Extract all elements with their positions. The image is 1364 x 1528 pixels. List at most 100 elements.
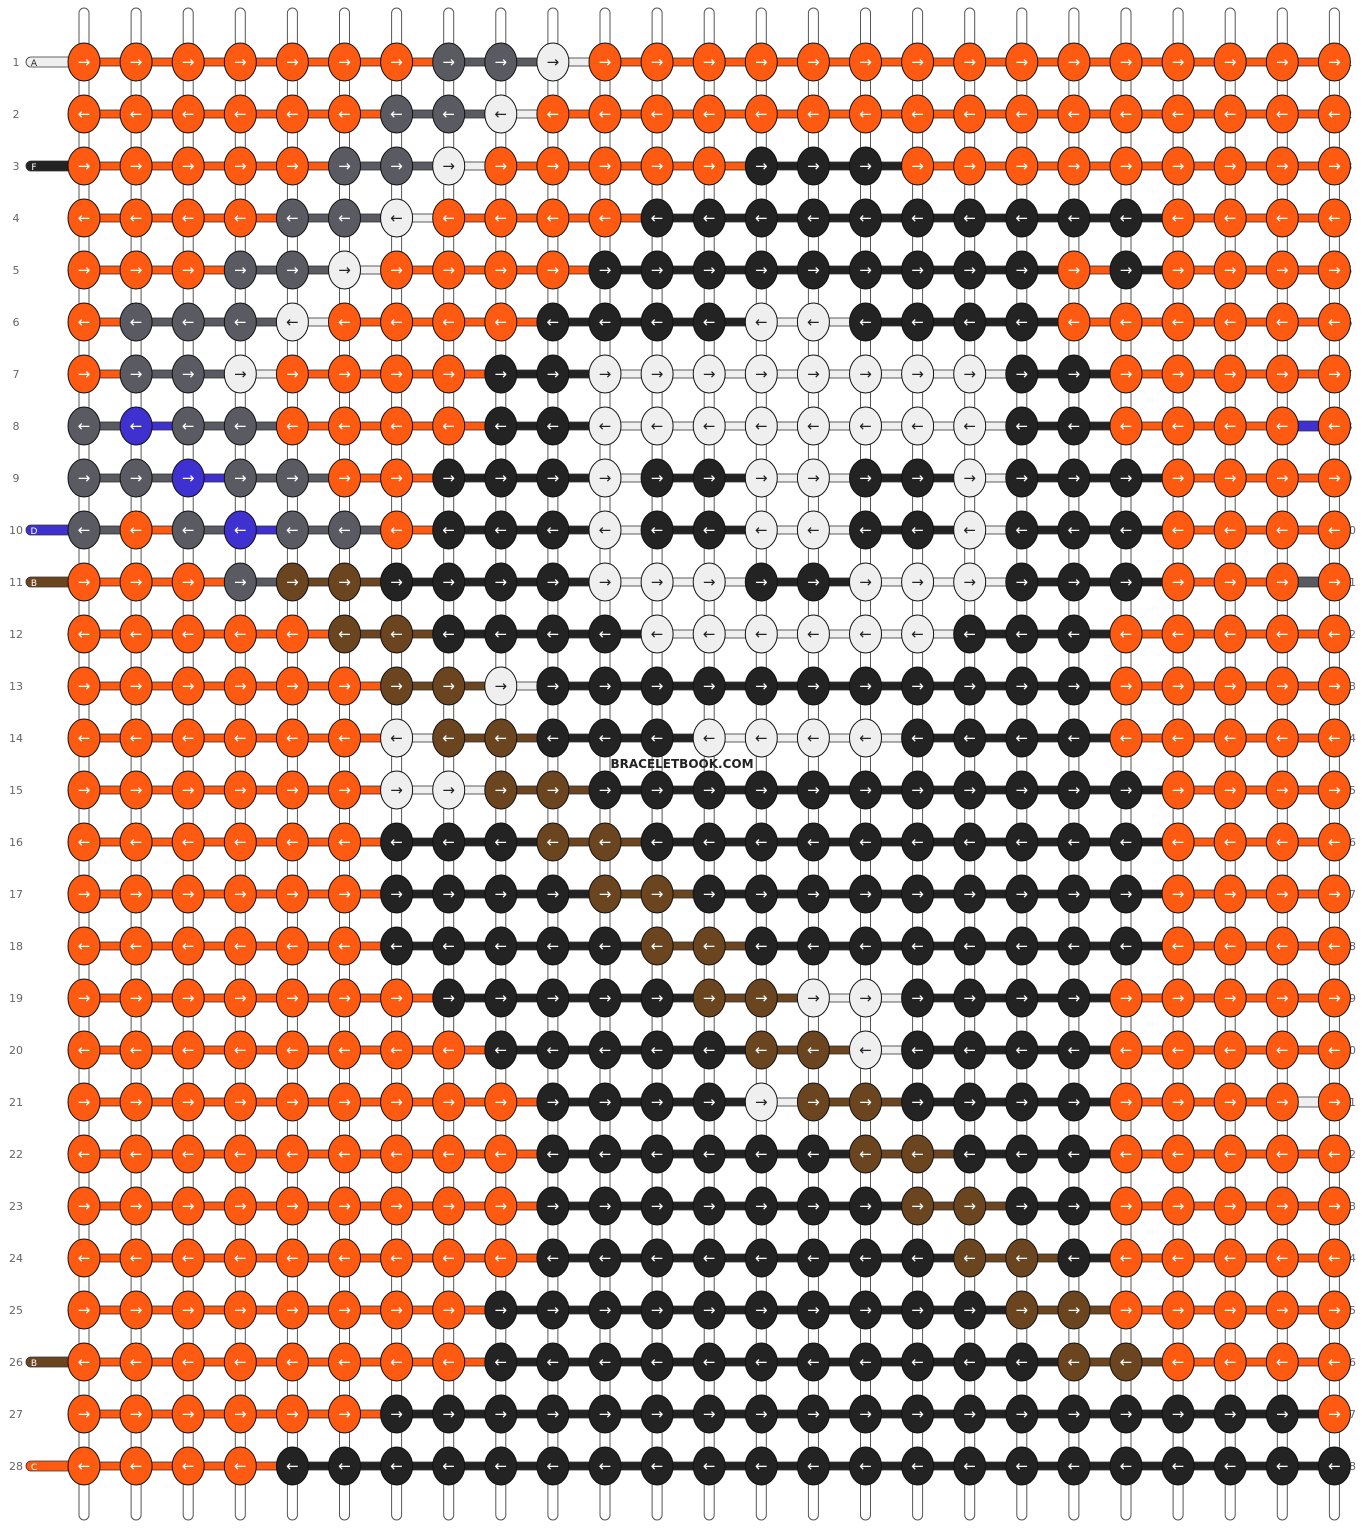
left-arrow-icon: ← <box>1172 209 1185 227</box>
left-arrow-icon: ← <box>547 417 560 435</box>
knot <box>1057 1342 1091 1382</box>
left-arrow-icon: ← <box>1068 1249 1081 1267</box>
right-arrow-icon: → <box>599 677 612 695</box>
left-arrow-icon: ← <box>1120 417 1133 435</box>
right-arrow-icon: → <box>1172 677 1185 695</box>
right-arrow-icon: → <box>390 157 403 175</box>
knot <box>1109 1238 1143 1278</box>
knot <box>380 42 414 82</box>
knot <box>953 562 987 602</box>
knot <box>223 874 257 914</box>
left-arrow-icon: ← <box>703 1145 716 1163</box>
knot <box>171 822 205 862</box>
left-arrow-icon: ← <box>78 833 91 851</box>
left-arrow-icon: ← <box>78 105 91 123</box>
right-arrow-icon: → <box>182 1301 195 1319</box>
right-arrow-icon: → <box>495 989 508 1007</box>
right-arrow-icon: → <box>911 885 924 903</box>
knot <box>1109 1446 1143 1486</box>
right-arrow-icon: → <box>1068 365 1081 383</box>
knot <box>901 1186 935 1226</box>
knot <box>484 1134 518 1174</box>
watermark: BRACELETBOOK.COM <box>610 757 753 771</box>
knot <box>588 718 622 758</box>
row-number: 9 <box>13 472 20 485</box>
left-arrow-icon: ← <box>1172 521 1185 539</box>
right-arrow-icon: → <box>1328 261 1341 279</box>
knot <box>223 458 257 498</box>
knot <box>953 718 987 758</box>
knot <box>1265 1134 1299 1174</box>
knot <box>119 614 153 654</box>
knot <box>484 1186 518 1226</box>
right-arrow-icon: → <box>755 469 768 487</box>
right-arrow-icon: → <box>651 885 664 903</box>
knot <box>67 510 101 550</box>
right-arrow-icon: → <box>1068 261 1081 279</box>
right-arrow-icon: → <box>78 53 91 71</box>
row-number: 10 <box>9 524 23 537</box>
knot <box>744 1082 778 1122</box>
knot <box>1109 94 1143 134</box>
knot <box>1213 1446 1247 1486</box>
knot <box>328 978 361 1018</box>
left-arrow-icon: ← <box>1172 1457 1185 1475</box>
knot <box>275 1446 309 1486</box>
left-arrow-icon: ← <box>1276 625 1289 643</box>
right-arrow-icon: → <box>911 989 924 1007</box>
right-arrow-icon: → <box>599 989 612 1007</box>
knot <box>484 1030 518 1070</box>
knot <box>1109 926 1143 966</box>
knot <box>536 1446 570 1486</box>
knot <box>432 250 466 290</box>
right-arrow-icon: → <box>286 157 299 175</box>
knot <box>432 1238 466 1278</box>
knot <box>953 146 987 186</box>
right-arrow-icon: → <box>1016 989 1029 1007</box>
left-arrow-icon: ← <box>1016 1249 1029 1267</box>
left-arrow-icon: ← <box>1172 1353 1185 1371</box>
right-arrow-icon: → <box>755 1197 768 1215</box>
left-arrow-icon: ← <box>390 105 403 123</box>
knot <box>849 1134 882 1174</box>
knot <box>849 1030 882 1070</box>
knot <box>432 198 466 238</box>
right-arrow-icon: → <box>963 1301 976 1319</box>
knot <box>849 198 882 238</box>
knot <box>953 1342 987 1382</box>
right-arrow-icon: → <box>1016 53 1029 71</box>
left-arrow-icon: ← <box>130 1353 143 1371</box>
right-arrow-icon: → <box>130 885 143 903</box>
knot <box>328 1134 361 1174</box>
knot <box>223 666 257 706</box>
knot <box>1005 198 1039 238</box>
knot <box>67 614 101 654</box>
right-arrow-icon: → <box>130 53 143 71</box>
knot <box>1317 1394 1351 1434</box>
right-arrow-icon: → <box>911 53 924 71</box>
knot <box>849 1394 882 1434</box>
left-arrow-icon: ← <box>1224 1249 1237 1267</box>
left-arrow-icon: ← <box>807 105 820 123</box>
left-arrow-icon: ← <box>1224 105 1237 123</box>
knot <box>744 1342 778 1382</box>
left-arrow-icon: ← <box>1120 1457 1133 1475</box>
right-arrow-icon: → <box>1224 469 1237 487</box>
knot <box>953 1290 987 1330</box>
knot <box>536 510 570 550</box>
knot <box>796 1238 830 1278</box>
knot <box>849 978 882 1018</box>
left-arrow-icon: ← <box>182 937 195 955</box>
knot <box>1161 510 1195 550</box>
left-arrow-icon: ← <box>1172 1145 1185 1163</box>
left-arrow-icon: ← <box>547 1249 560 1267</box>
left-arrow-icon: ← <box>963 1145 976 1163</box>
right-arrow-icon: → <box>963 469 976 487</box>
left-arrow-icon: ← <box>1120 1041 1133 1059</box>
left-arrow-icon: ← <box>182 1353 195 1371</box>
right-arrow-icon: → <box>859 1405 872 1423</box>
left-arrow-icon: ← <box>1068 105 1081 123</box>
right-arrow-icon: → <box>1172 1093 1185 1111</box>
right-arrow-icon: → <box>1172 157 1185 175</box>
